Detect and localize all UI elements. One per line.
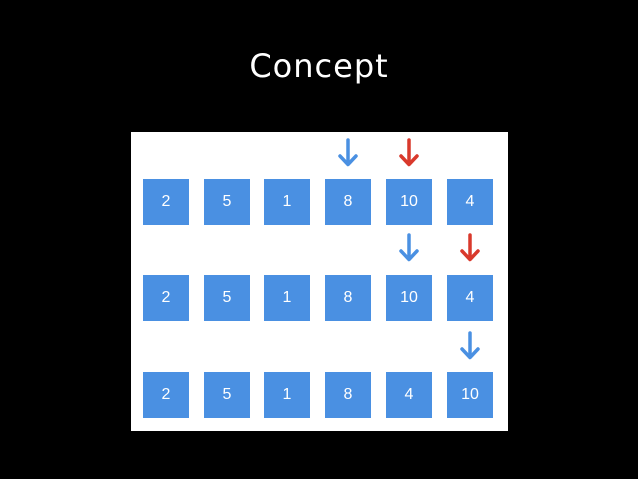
array-cell: 5 — [204, 275, 250, 321]
array-cell: 4 — [386, 372, 432, 418]
array-cell: 2 — [143, 275, 189, 321]
array-cell: 10 — [386, 179, 432, 225]
array-cell: 8 — [325, 179, 371, 225]
array-cell: 2 — [143, 372, 189, 418]
blue-down-arrow-icon — [337, 138, 359, 168]
array-cell: 5 — [204, 372, 250, 418]
array-cell: 10 — [386, 275, 432, 321]
blue-down-arrow-icon — [459, 331, 481, 361]
array-cell: 10 — [447, 372, 493, 418]
array-cell: 1 — [264, 275, 310, 321]
array-cell: 1 — [264, 179, 310, 225]
red-down-arrow-icon — [398, 138, 420, 168]
array-cell: 8 — [325, 372, 371, 418]
array-cell: 4 — [447, 275, 493, 321]
red-down-arrow-icon — [459, 233, 481, 263]
array-cell: 5 — [204, 179, 250, 225]
array-cell: 1 — [264, 372, 310, 418]
blue-down-arrow-icon — [398, 233, 420, 263]
array-cell: 8 — [325, 275, 371, 321]
slide-title: Concept — [249, 47, 389, 85]
array-cell: 2 — [143, 179, 189, 225]
array-cell: 4 — [447, 179, 493, 225]
